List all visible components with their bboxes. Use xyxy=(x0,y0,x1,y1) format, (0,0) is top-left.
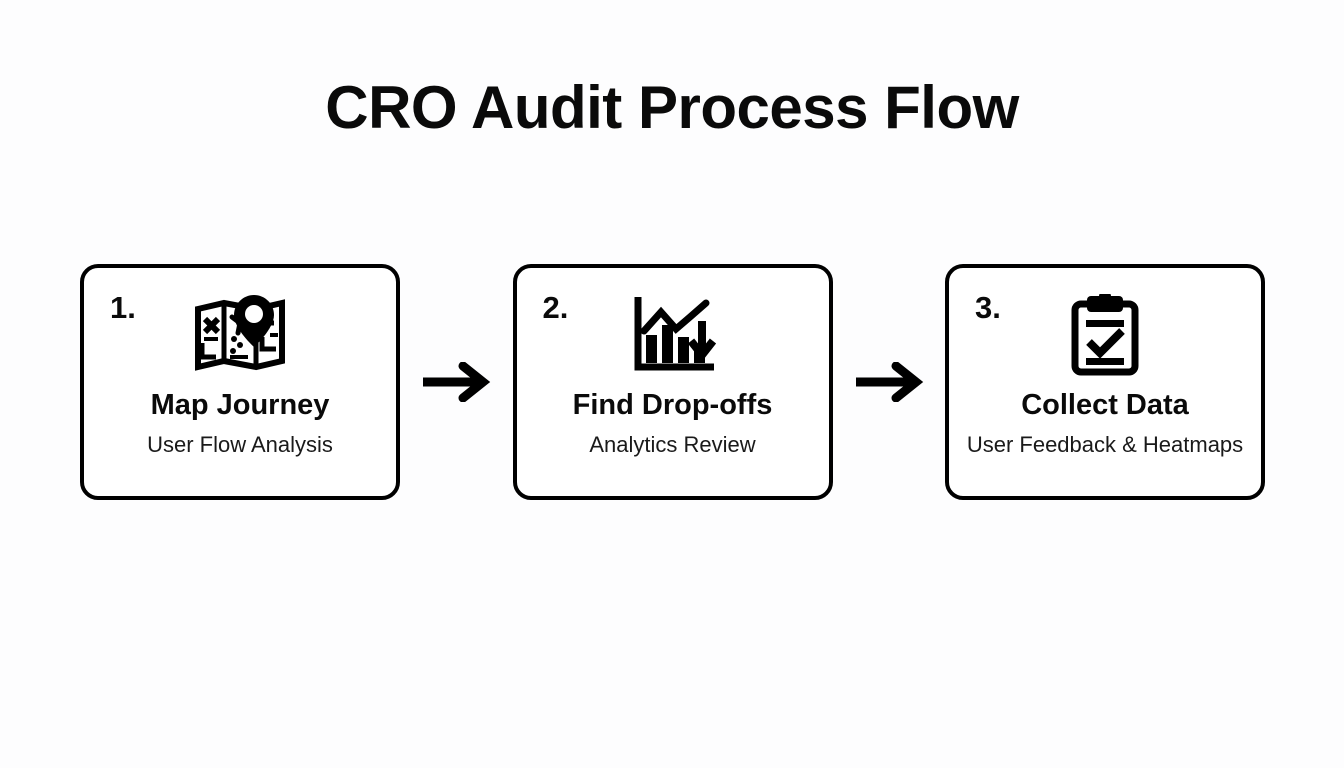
step-subtitle-1: User Flow Analysis xyxy=(147,431,333,457)
step-card-2[interactable]: 2. Find Drop-offs Analytics Review xyxy=(512,264,833,500)
clipboard-check-icon xyxy=(1055,294,1155,376)
step-subtitle-2: Analytics Review xyxy=(589,431,756,457)
step-number-2: 2. xyxy=(542,290,569,325)
page-title: CRO Audit Process Flow xyxy=(325,74,1019,141)
step-card-1[interactable]: 1. xyxy=(80,264,400,500)
process-flow-row: 1. xyxy=(80,264,1265,500)
step-card-3[interactable]: 3. Collect Data User Feedback & Heatmaps xyxy=(945,264,1265,500)
step-title-1: Map Journey xyxy=(150,389,330,421)
step-title-3: Collect Data xyxy=(1021,389,1189,421)
step-number-1: 1. xyxy=(110,290,136,325)
arrow-right-icon xyxy=(400,352,512,412)
step-number-3: 3. xyxy=(975,290,1001,325)
step-subtitle-3: User Feedback & Heatmaps xyxy=(966,431,1244,457)
bar-chart-declining-icon xyxy=(623,294,723,376)
step-title-2: Find Drop-offs xyxy=(572,389,773,421)
map-pin-icon xyxy=(190,294,290,376)
arrow-right-icon-2 xyxy=(833,352,945,412)
